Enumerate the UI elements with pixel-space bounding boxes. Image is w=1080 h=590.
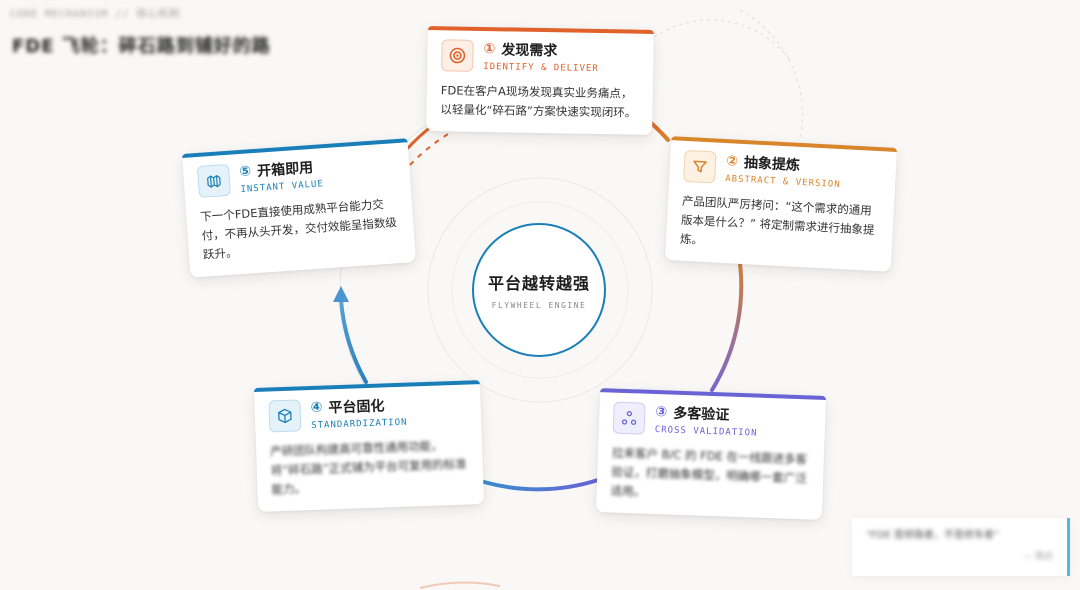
quote-text: “FDE 是修路者，不是修车者” xyxy=(866,530,1000,541)
deco-dashed-arc-2 xyxy=(739,9,804,141)
header-kicker: CORE MECHANISM // 核心机制 xyxy=(10,9,181,20)
stage-title: 发现需求 xyxy=(501,42,558,60)
ring-segment-4-5 xyxy=(339,298,368,384)
stage-description: 下一个FDE直接使用成熟平台能力交付，不再从头开发，交付效能呈指数级跃升。 xyxy=(199,197,398,262)
stage-subtitle: ABSTRACT & VERSION xyxy=(724,174,841,191)
target-icon xyxy=(441,38,474,72)
stage-title: 开箱即用 xyxy=(256,159,314,180)
stage-description: 产研团队构建高可靠性通用功能，将“碎石路”正式铺为平台可复用的标准能力。 xyxy=(269,438,467,497)
quote-box: “FDE 是修路者，不是修车者” — 观点 xyxy=(852,518,1070,576)
stage-number: ④ xyxy=(310,399,323,417)
stage-card-instant-value[interactable]: ⑤ 开箱即用 INSTANT VALUE 下一个FDE直接使用成熟平台能力交付，… xyxy=(181,138,417,278)
ring-segment-1-2 xyxy=(648,120,670,142)
center-subtitle: FLYWHEEL ENGINE xyxy=(491,301,587,310)
stage-card-validation[interactable]: ③ 多客验证 CROSS VALIDATION 拉来客户 B/C 的 FDE 在… xyxy=(595,388,827,520)
ring-segment-2-3 xyxy=(710,248,744,392)
stage-title: 平台固化 xyxy=(328,398,385,417)
network-icon xyxy=(612,401,646,435)
stage-number: ② xyxy=(725,153,739,170)
page-title: FDE 飞轮：碎石路到铺好的路 xyxy=(12,36,271,57)
quote-author: — 观点 xyxy=(1023,552,1053,562)
stage-number: ③ xyxy=(655,404,668,421)
stage-description: 拉来客户 B/C 的 FDE 在一线跟进多客验证，打磨抽象模型，明确哪一套广泛适… xyxy=(610,445,808,499)
filter-icon xyxy=(683,149,717,184)
stage-card-identify[interactable]: ① 发现需求 IDENTIFY & DELIVER FDE在客户A现场发现真实业… xyxy=(426,26,654,135)
stage-number: ⑤ xyxy=(238,163,252,181)
inner-guide-ring xyxy=(427,177,653,403)
stage-number: ① xyxy=(483,41,496,58)
stage-card-standardization[interactable]: ④ 平台固化 STANDARDIZATION 产研团队构建高可靠性通用功能，将“… xyxy=(253,380,485,512)
center-hub: 平台越转越强 FLYWHEEL ENGINE xyxy=(472,223,606,357)
inner-guide-ring-2 xyxy=(451,201,629,379)
stage-description: FDE在客户A现场发现真实业务痛点，以轻量化“碎石路”方案快速实现闭环。 xyxy=(440,83,637,120)
stage-subtitle: IDENTIFY & DELIVER xyxy=(483,62,599,75)
ring-dashed-5-1 xyxy=(409,125,463,166)
stage-subtitle: CROSS VALIDATION xyxy=(654,425,758,439)
ring-segment-3-4 xyxy=(482,478,600,492)
center-title: 平台越转越强 xyxy=(487,274,590,293)
cube-icon xyxy=(268,398,302,432)
flow-arrow-icon xyxy=(333,286,349,302)
box-icon xyxy=(196,163,231,198)
stage-title: 多客验证 xyxy=(672,405,730,424)
stage-subtitle: STANDARDIZATION xyxy=(311,417,408,431)
stage-description: 产品团队严厉拷问：“这个需求的通用版本是什么？” 将定制需求进行抽象提炼。 xyxy=(679,193,875,247)
deco-bottom-arc xyxy=(419,581,501,589)
stage-card-abstract[interactable]: ② 抽象提炼 ABSTRACT & VERSION 产品团队严厉拷问：“这个需求… xyxy=(664,136,898,272)
stage-title: 抽象提炼 xyxy=(743,155,801,174)
stage-subtitle: INSTANT VALUE xyxy=(240,179,325,196)
